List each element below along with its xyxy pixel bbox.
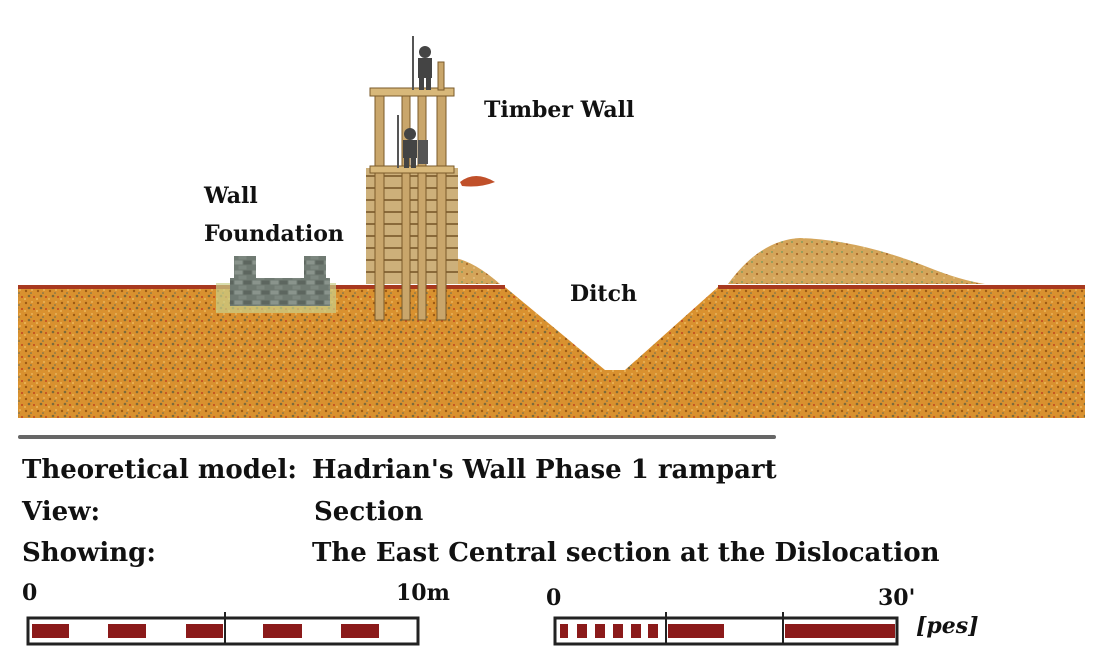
metric-scale-bar bbox=[26, 612, 420, 646]
wall-foundation-label-line2: Foundation bbox=[204, 221, 344, 247]
info-model-key: Theoretical model: bbox=[22, 455, 297, 485]
info-showing-row: Showing: The East Central section at the… bbox=[22, 538, 940, 568]
scale-bars bbox=[26, 612, 899, 646]
roman-scale-bar bbox=[553, 612, 899, 646]
section-diagram bbox=[18, 36, 1085, 418]
wall-foundation bbox=[216, 256, 336, 313]
ground-section bbox=[18, 287, 1085, 418]
roman-scale-unit: [pes] bbox=[916, 613, 979, 639]
info-view-value: Section bbox=[314, 497, 424, 527]
divider bbox=[18, 435, 776, 439]
info-model-row: Theoretical model: Hadrian's Wall Phase … bbox=[22, 455, 777, 485]
info-showing-key: Showing: bbox=[22, 538, 156, 568]
info-showing-value: The East Central section at the Dislocat… bbox=[312, 538, 940, 568]
info-model-value: Hadrian's Wall Phase 1 rampart bbox=[312, 455, 777, 485]
info-view-row: View: Section bbox=[22, 497, 423, 527]
roman-scale-start: 0 bbox=[546, 585, 562, 611]
roman-scale-end: 30' bbox=[878, 585, 916, 611]
info-view-key: View: bbox=[22, 497, 101, 527]
timber-wall-tower bbox=[366, 36, 495, 321]
flame-icon bbox=[460, 176, 495, 187]
soldier-figure bbox=[397, 36, 432, 168]
metric-scale-start: 0 bbox=[22, 580, 38, 606]
timber-wall-label: Timber Wall bbox=[484, 97, 635, 123]
metric-scale-end: 10m bbox=[396, 580, 450, 606]
ditch-label: Ditch bbox=[570, 281, 637, 307]
counterscarp-mound bbox=[728, 238, 985, 284]
rampart-bank bbox=[450, 258, 500, 284]
wall-foundation-label-line1: Wall bbox=[204, 183, 258, 209]
